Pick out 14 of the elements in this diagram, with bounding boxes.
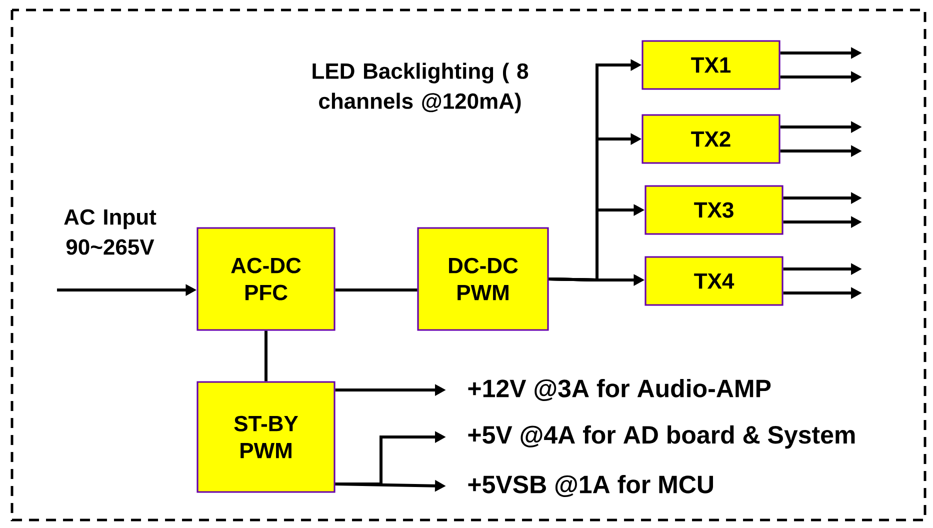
- block-box: TX3: [644, 185, 784, 235]
- annotation-text: LED Backlighting ( 8 channels @120mA): [312, 62, 528, 114]
- connector-line: [264, 330, 268, 382]
- block-box: AC-DC PFC: [196, 227, 336, 331]
- output-label: +12V @3A for Audio-AMP: [468, 378, 771, 402]
- block-box: ST-BY PWM: [196, 381, 336, 493]
- output-label: +5VSB @1A for MCU: [468, 474, 713, 498]
- connector-line: [335, 288, 418, 292]
- block-box: TX1: [642, 40, 780, 90]
- block-box: DC-DC PWM: [417, 227, 549, 331]
- output-label: +5V @4A for AD board & System: [468, 425, 855, 449]
- block-box: TX4: [644, 256, 784, 306]
- annotation-text: AC Input 90~265V: [64, 209, 156, 255]
- block-box: TX2: [642, 114, 780, 164]
